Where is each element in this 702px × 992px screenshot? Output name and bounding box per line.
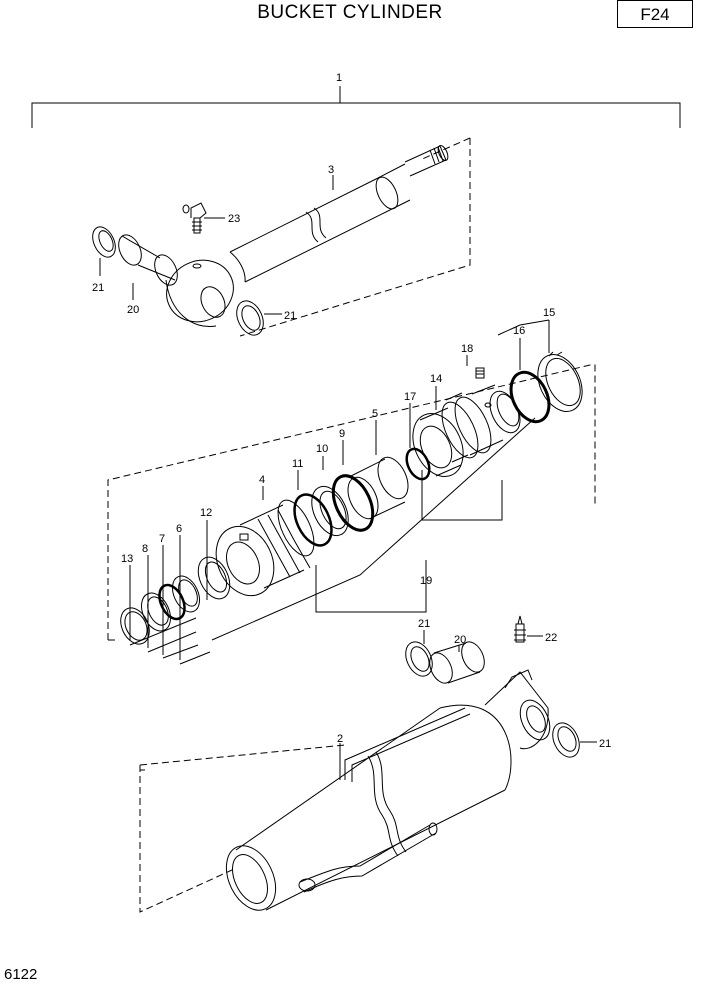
backup-ring-10 (311, 485, 349, 537)
callout-12: 12 (200, 507, 212, 519)
grease-nipple-22 (514, 615, 543, 643)
callout-20-lower: 20 (454, 634, 466, 646)
bushing-20-lower (429, 641, 485, 684)
callout-15: 15 (543, 307, 555, 319)
piston-rod-part (165, 145, 449, 328)
o-ring-9 (331, 474, 375, 532)
callout-14: 14 (430, 373, 442, 385)
callout-1: 1 (336, 72, 342, 84)
callout-3: 3 (328, 164, 334, 176)
callout-16: 16 (513, 325, 525, 337)
callout-labels: 1 2 3 4 5 6 7 8 9 10 11 12 13 14 15 16 1… (92, 72, 611, 750)
callout-23: 23 (228, 213, 240, 225)
piston-14 (412, 384, 521, 477)
drawing-number: 6122 (4, 966, 38, 983)
cushion-ring-5 (347, 456, 409, 520)
backup-ring-15 (537, 351, 583, 412)
o-ring-11 (293, 493, 333, 547)
bushing-20-upper (118, 234, 178, 286)
page-code-box: F24 (617, 0, 693, 28)
callout-11: 11 (292, 458, 303, 470)
rod-cover-4 (215, 499, 315, 597)
dust-seal-21-upper-right (236, 300, 264, 336)
callout-22: 22 (545, 632, 557, 644)
piston-ring-16 (509, 370, 551, 424)
callout-7: 7 (159, 533, 165, 545)
callout-8: 8 (142, 543, 148, 555)
dust-seal-21-upper-left (92, 226, 116, 258)
callout-5: 5 (372, 408, 378, 420)
set-screw-18 (475, 367, 485, 379)
callout-21-lower-left: 21 (418, 618, 430, 630)
seal-12 (197, 556, 231, 600)
dust-seal-21-lower-right (552, 722, 580, 758)
callout-2: 2 (337, 733, 343, 745)
page-code: F24 (640, 5, 670, 24)
callout-13: 13 (121, 553, 133, 565)
callout-18: 18 (461, 343, 473, 355)
callout-19: 19 (420, 575, 432, 587)
callout-6: 6 (176, 523, 182, 535)
page-title: BUCKET CYLINDER (257, 2, 443, 23)
leader-lines (129, 319, 550, 665)
o-ring-17 (405, 447, 431, 481)
snap-ring-13 (120, 607, 150, 645)
grease-nipple-23 (182, 202, 225, 234)
callout-10: 10 (316, 443, 328, 455)
callout-20-upper: 20 (127, 304, 139, 316)
callout-21-upper-right: 21 (284, 310, 296, 322)
cylinder-tube-part (225, 669, 551, 911)
assembly-bracket (31, 86, 681, 128)
callout-21-upper-left: 21 (92, 282, 104, 294)
callout-4: 4 (259, 474, 265, 486)
callout-9: 9 (339, 428, 345, 440)
dust-seal-21-lower-left (405, 641, 433, 677)
callout-21-lower-right: 21 (599, 738, 611, 750)
snap-ring-7 (158, 583, 186, 621)
callout-17: 17 (404, 391, 416, 403)
